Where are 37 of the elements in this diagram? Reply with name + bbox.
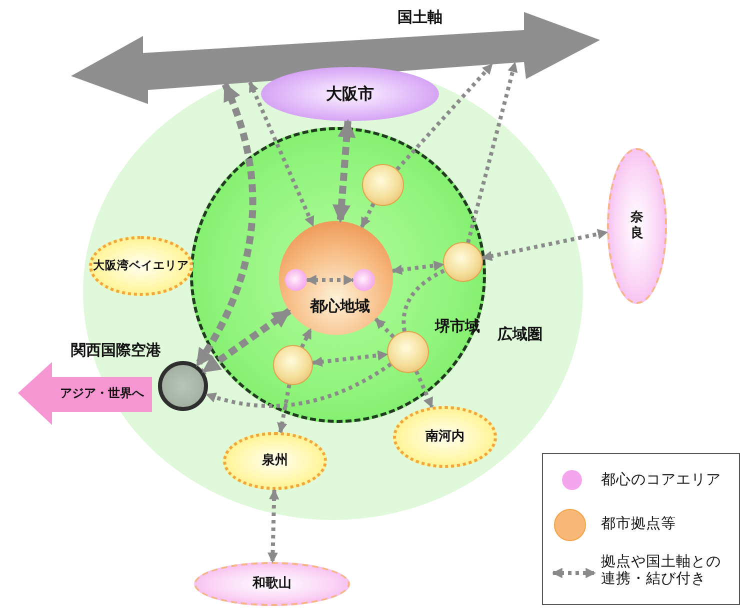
connector-arrow: [277, 384, 292, 434]
connector-arrow: [312, 350, 388, 367]
hub-sphere: [362, 164, 404, 206]
node-label: 南河内: [426, 429, 464, 445]
connector-arrow: [466, 62, 518, 244]
connector-arrow: [194, 82, 256, 368]
connector-arrow: [268, 488, 280, 564]
legend-label: 都市拠点等: [601, 516, 676, 534]
hub-sphere: [273, 345, 313, 385]
connector-arrow: [482, 229, 608, 262]
city-ellipse: [261, 67, 439, 121]
connector-arrow: [201, 308, 292, 374]
core-area-dot: [353, 269, 375, 291]
connector-arrow: [360, 202, 376, 228]
connector-arrow: [332, 119, 356, 224]
node-label: 泉州: [262, 453, 288, 469]
node-label: 広域圏: [496, 325, 544, 343]
connector-arrow: [392, 260, 444, 275]
node-label: 奈良: [630, 210, 644, 242]
core-area-dot: [285, 269, 307, 291]
node-label: 国土軸: [396, 8, 444, 26]
node-label: 堺市域: [434, 316, 481, 334]
node-label: アジア・世界へ: [59, 386, 145, 400]
connector-arrow: [206, 362, 392, 408]
connector-arrow: [300, 328, 312, 348]
node-label: 関西国際空港: [70, 341, 162, 359]
legend-label: 拠点や国土軸との連携・結び付き: [601, 554, 722, 589]
connector-arrow: [248, 81, 315, 227]
destination-arrow: [18, 362, 152, 425]
node-label: 大阪市: [326, 84, 374, 104]
node-label: 都心地域: [308, 297, 371, 315]
connector-arrow: [306, 274, 354, 286]
connector-arrow: [374, 318, 395, 338]
hub-sphere: [443, 242, 483, 282]
legend-label: 都心のコアエリア: [601, 472, 721, 490]
node-label: 大阪湾ベイエリア: [93, 259, 189, 273]
node-label: 和歌山: [252, 576, 292, 592]
